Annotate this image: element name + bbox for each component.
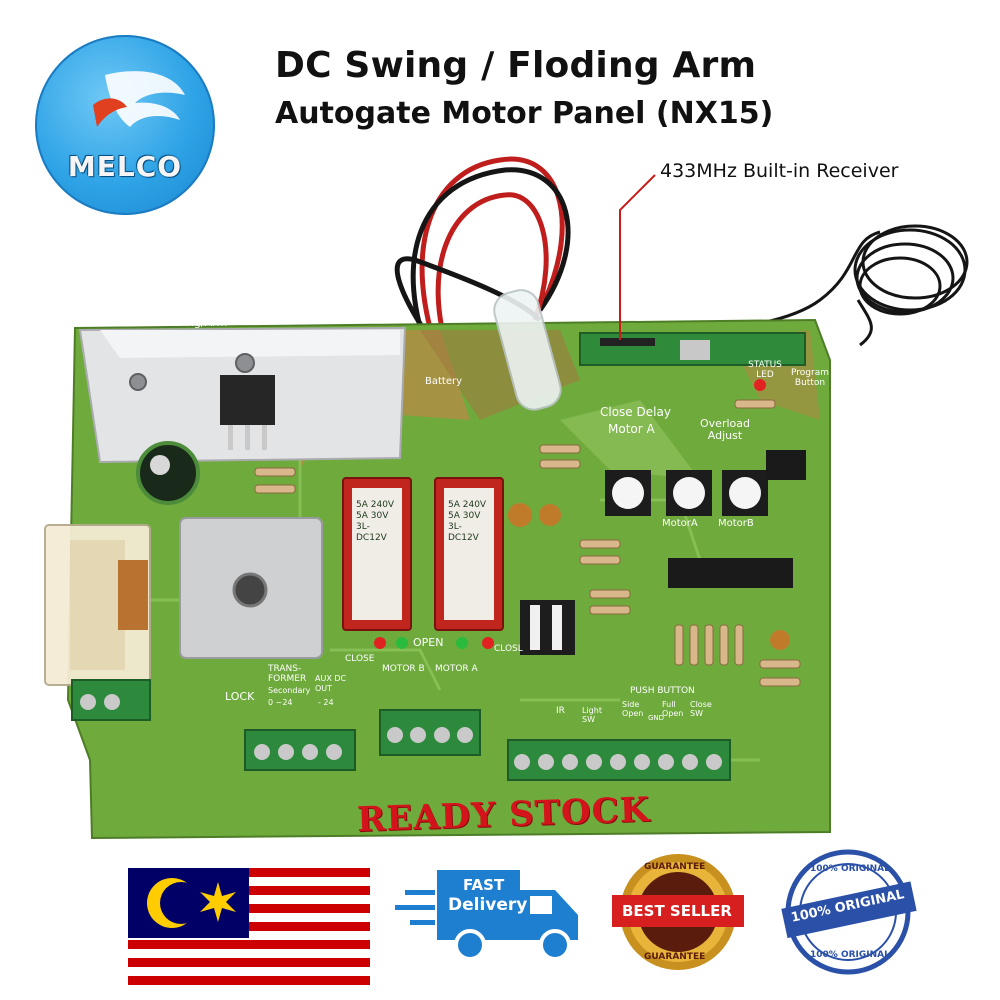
motor-a-delay-label: Motor A	[608, 422, 655, 436]
side-open-label: Side Open	[622, 700, 644, 718]
original-bottom-label: 100% ORIGINAL	[810, 950, 890, 960]
ir-label: IR	[556, 706, 565, 716]
battery-label: Battery	[425, 376, 463, 387]
original-top-label: 100% ORIGINAL	[810, 864, 890, 874]
relay-b-text: 5A 240V 5A 30V 3L-DC12V	[448, 500, 487, 543]
best-seller-badge	[612, 854, 744, 970]
product-subtitle: Autogate Motor Panel (NX15)	[275, 96, 774, 131]
antenna-coil	[609, 224, 969, 347]
status-led-label: STATUS LED	[748, 360, 782, 380]
overload-adjust-label: Overload Adjust	[700, 417, 750, 442]
secondary-values: 0 ~24	[268, 698, 293, 707]
close-delay-label: Close Delay	[600, 405, 671, 419]
close-sw-label: Close SW	[690, 700, 712, 718]
pot-motor-a-label: MotorA	[662, 518, 698, 529]
truck-icon	[395, 870, 578, 961]
delivery-label: Delivery	[448, 895, 528, 915]
original-badge	[781, 849, 917, 975]
push-button-label: PUSH BUTTON	[630, 686, 695, 696]
terminal-blocks	[71, 679, 731, 781]
relay-a-text: 5A 240V 5A 30V 3L-DC12V	[356, 500, 395, 543]
close-led-label-2: CLOSL	[494, 644, 523, 654]
logo-brand-text: MELCO	[67, 150, 183, 183]
product-title: DC Swing / Floding Arm	[275, 45, 757, 86]
program-button-label: Program Button	[791, 368, 829, 388]
pot-motor-b-label: MotorB	[718, 518, 754, 529]
transformer-label: TRANS-FORMER	[268, 664, 307, 684]
best-seller-label: BEST SELLER	[622, 902, 732, 920]
lock-label: LOCK	[225, 690, 255, 703]
motor-a-label: MOTOR A	[435, 664, 478, 674]
board-model-label: NX15 DC Swing/Arm	[115, 316, 228, 329]
gnd-label: GND	[648, 714, 665, 722]
aux-dc-label: AUX DC OUT	[315, 674, 347, 693]
ic-chip-small	[766, 450, 806, 480]
fuse	[493, 289, 562, 411]
receiver-pointer-line	[619, 174, 656, 340]
aux-dc-values: - 24	[318, 698, 334, 707]
eagle-icon	[93, 71, 185, 127]
fast-label: FAST	[463, 876, 505, 894]
full-open-label: Full Open	[662, 700, 684, 718]
trim-potentiometers	[605, 470, 768, 516]
ic-chip-large	[668, 558, 793, 588]
motor-b-label: MOTOR B	[382, 664, 425, 674]
melco-logo: MELCO	[35, 35, 215, 215]
receiver-callout-label: 433MHz Built-in Receiver	[660, 160, 899, 182]
light-sw-label: Light SW	[582, 706, 602, 724]
open-led-label: OPEN	[413, 636, 444, 649]
motor-relays	[342, 477, 504, 631]
guarantee-top-label: GUARANTEE	[644, 862, 706, 872]
guarantee-bottom-label: GUARANTEE	[644, 952, 706, 962]
secondary-label: Secondary	[268, 686, 311, 695]
close-led-label: CLOSE	[345, 654, 375, 664]
malaysia-flag	[128, 868, 370, 990]
